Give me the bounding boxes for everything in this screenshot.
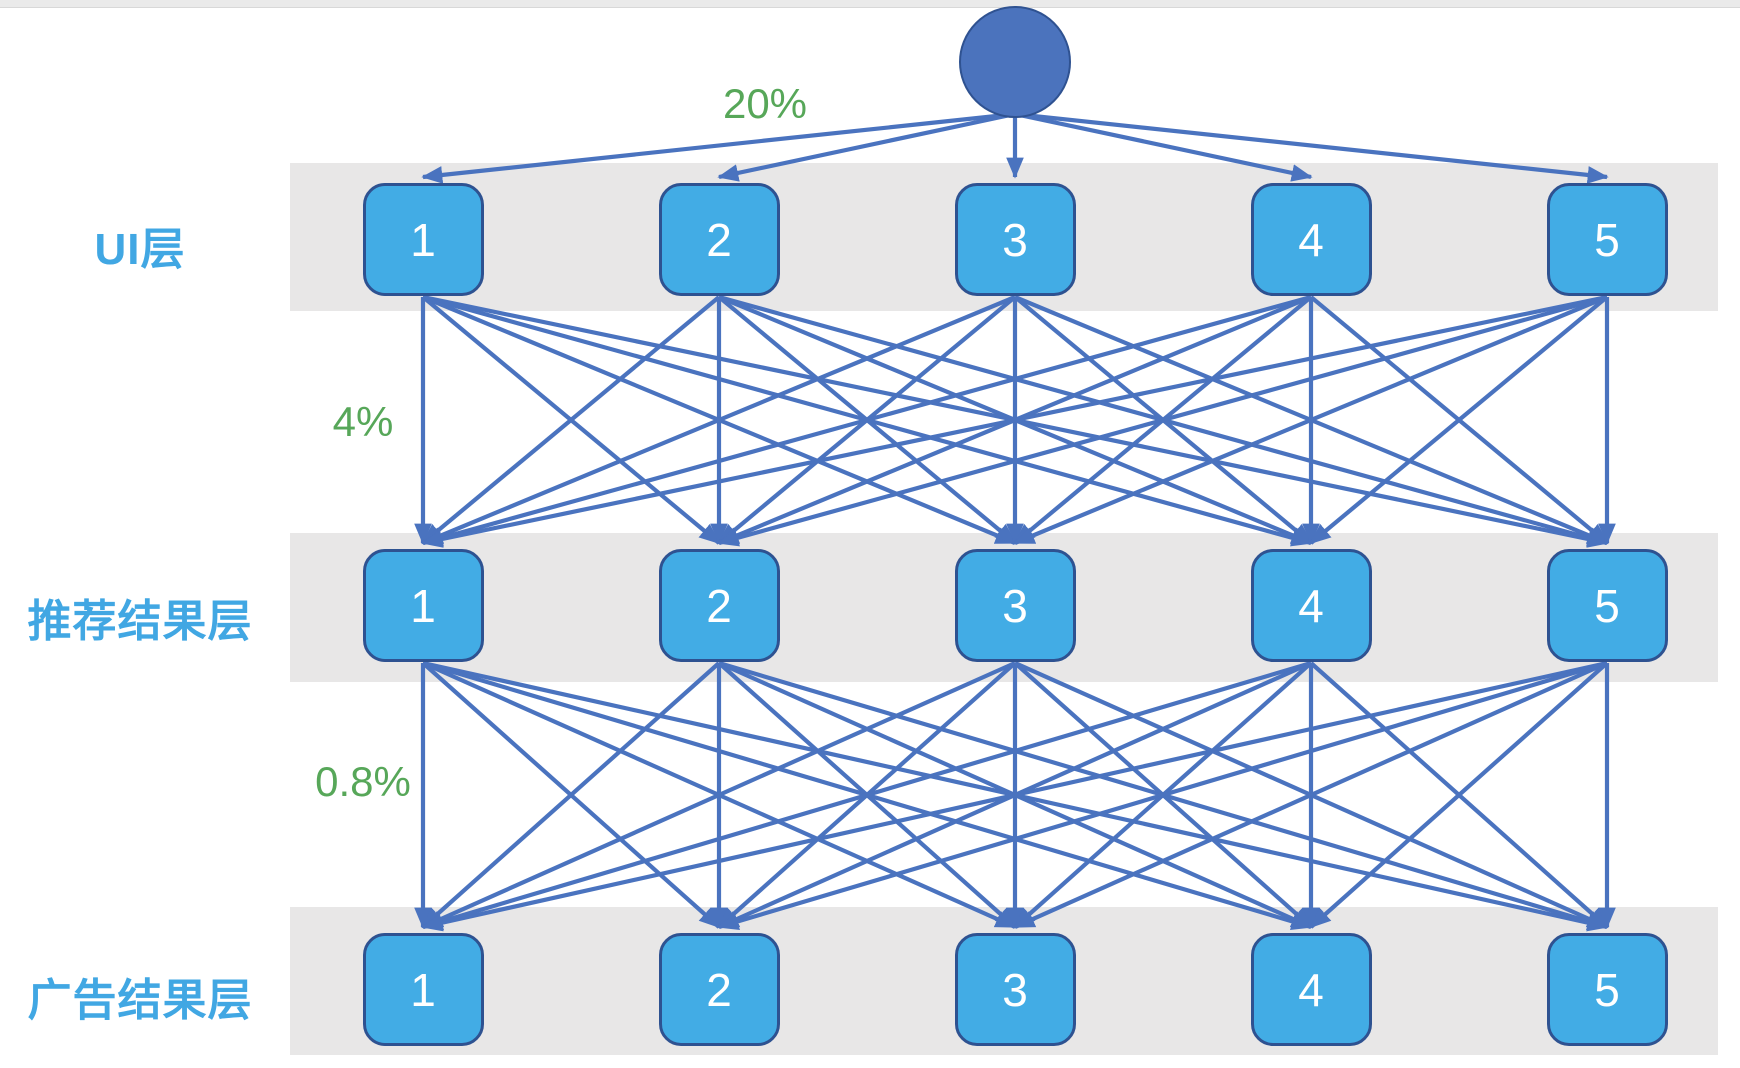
node-layer1-4: 4 xyxy=(1250,183,1372,296)
edge xyxy=(422,660,1313,930)
edge xyxy=(1309,661,1609,929)
edge xyxy=(421,661,1016,929)
edge xyxy=(422,295,1017,545)
edge xyxy=(421,294,1608,548)
edge-label-root-to-ui: 20% xyxy=(722,80,808,127)
node-layer2-3: 3 xyxy=(954,549,1076,662)
edge xyxy=(1013,661,1608,929)
edge xyxy=(717,295,1017,545)
edge xyxy=(717,294,1608,547)
node-layer3-2: 2 xyxy=(658,933,780,1046)
node-layer3-4: 4 xyxy=(1250,933,1372,1046)
node-layer2-2: 2 xyxy=(658,549,780,662)
edge xyxy=(1013,661,1313,929)
window-top-strip xyxy=(0,0,1740,8)
edge xyxy=(717,295,1017,545)
edge xyxy=(422,294,1609,548)
layer-label-recommendation: 推荐结果层 xyxy=(27,597,253,646)
edge xyxy=(1013,295,1608,545)
edge xyxy=(421,660,1608,932)
node-layer3-3: 3 xyxy=(954,933,1076,1046)
edge-label-ui-to-rec: 4% xyxy=(332,398,394,445)
node-layer1-2: 2 xyxy=(658,183,780,296)
edge xyxy=(718,660,1609,930)
node-layer2-1: 1 xyxy=(362,549,484,662)
edge xyxy=(421,660,1312,930)
layer-label-ui: UI层 xyxy=(94,225,186,274)
edge xyxy=(1309,295,1609,545)
edge xyxy=(717,295,1312,545)
edge xyxy=(1309,661,1609,929)
edge xyxy=(717,660,1608,930)
edge xyxy=(718,295,1313,545)
edge xyxy=(1013,295,1313,545)
node-layer3-1: 1 xyxy=(362,933,484,1046)
edge xyxy=(1014,661,1609,929)
edge xyxy=(718,294,1609,547)
edge xyxy=(1309,295,1609,545)
root-node-circle xyxy=(959,6,1071,118)
node-layer1-5: 5 xyxy=(1546,183,1668,296)
edge xyxy=(421,295,1016,545)
node-layer1-3: 3 xyxy=(954,183,1076,296)
node-layer1-1: 1 xyxy=(362,183,484,296)
node-layer2-4: 4 xyxy=(1250,549,1372,662)
edge-label-rec-to-ad: 0.8% xyxy=(315,758,411,805)
edge xyxy=(1013,295,1313,545)
node-layer2-5: 5 xyxy=(1546,549,1668,662)
edge xyxy=(1013,661,1313,929)
edge xyxy=(718,661,1313,929)
edge xyxy=(717,661,1017,929)
node-layer3-5: 5 xyxy=(1546,933,1668,1046)
edge xyxy=(422,294,1313,547)
edge xyxy=(422,661,1017,929)
edge xyxy=(421,294,1312,547)
edge xyxy=(422,660,1609,932)
edge xyxy=(717,661,1017,929)
layer-label-ad: 广告结果层 xyxy=(27,976,253,1025)
edge xyxy=(717,661,1312,929)
edge xyxy=(1014,295,1609,545)
